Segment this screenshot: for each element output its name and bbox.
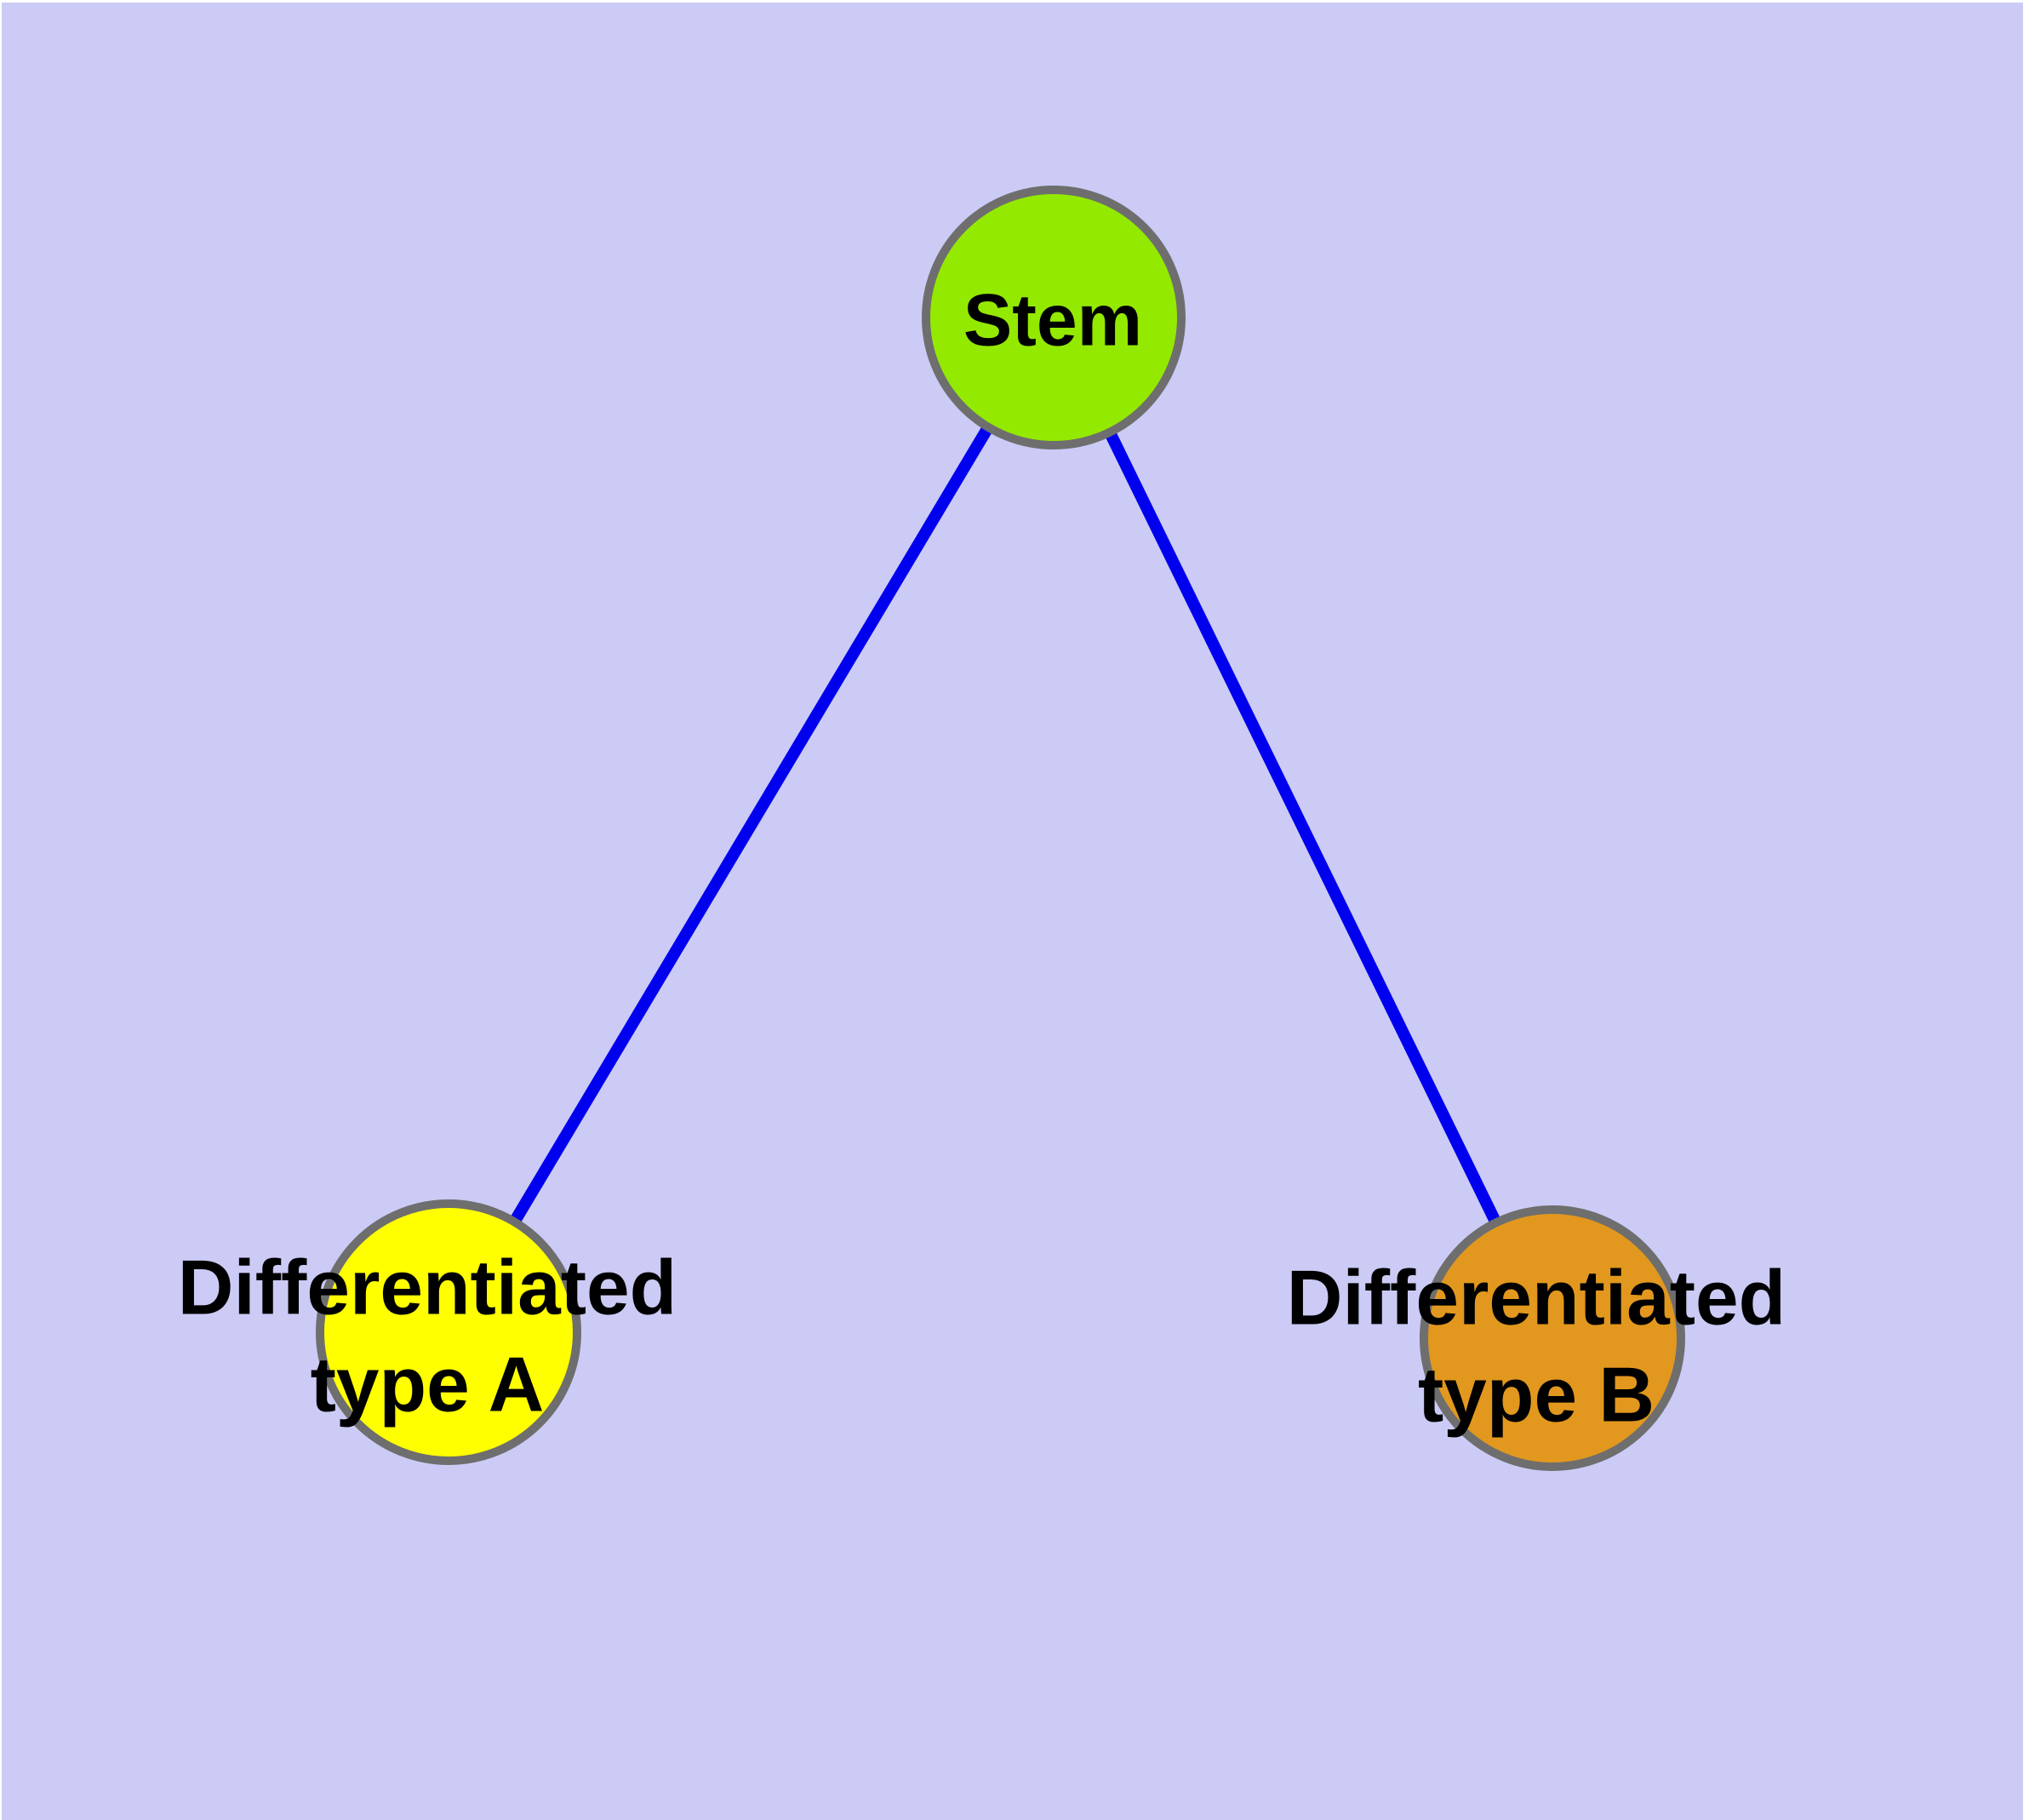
node-type-a-circle (316, 1199, 581, 1465)
node-stem-label: Stem (963, 279, 1143, 362)
node-type-b-circle (1420, 1205, 1685, 1471)
node-type-b-label: Differentiated type B (1286, 1255, 1786, 1438)
node-type-a-label: Differentiated type A (177, 1245, 677, 1428)
node-stem-circle (922, 186, 1186, 449)
edge-stem-to-type-a (443, 314, 1060, 1336)
edge-stem-to-type-b (1048, 314, 1558, 1342)
